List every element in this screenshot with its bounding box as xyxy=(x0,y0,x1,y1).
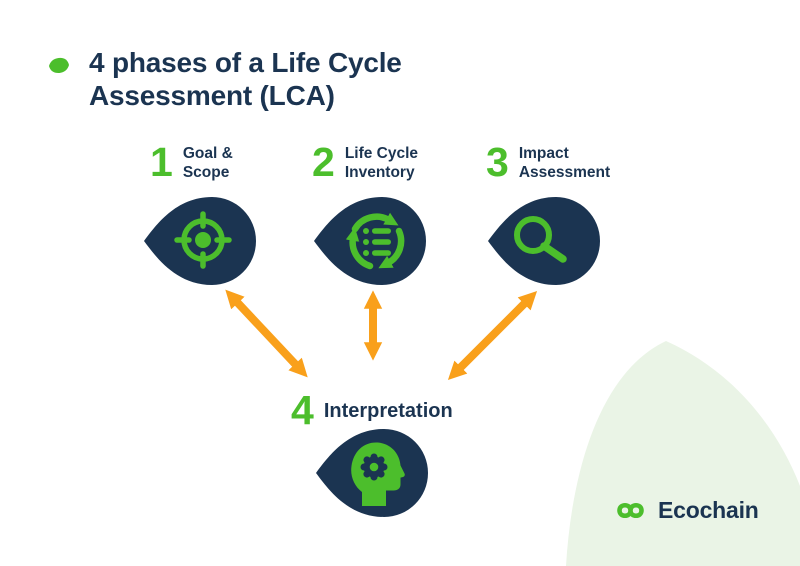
title-block: 4 phases of a Life Cycle Assessment (LCA… xyxy=(48,46,402,112)
phase-3-label: 3 Impact Assessment xyxy=(486,142,610,183)
cycle-list-icon xyxy=(314,197,426,285)
brand-logo: Ecochain xyxy=(612,497,759,524)
infinity-chain-icon xyxy=(617,502,644,519)
brand-logo-text: Ecochain xyxy=(658,497,759,523)
phase-4-title: Interpretation xyxy=(323,399,453,422)
phase-2-number: 2 xyxy=(312,139,335,185)
phase-3-number: 3 xyxy=(486,139,509,185)
page-title-line1: 4 phases of a Life Cycle xyxy=(89,47,402,78)
phase-3-title: Impact Assessment xyxy=(519,144,610,182)
page-title: 4 phases of a Life Cycle Assessment (LCA… xyxy=(89,46,402,112)
phase-4-label: 4 Interpretation xyxy=(291,390,453,431)
phase-4-number: 4 xyxy=(291,387,314,433)
phase-2-label: 2 Life Cycle Inventory xyxy=(312,142,418,183)
phase-1-title-line1: Goal & xyxy=(182,144,233,162)
gear-icon xyxy=(360,453,388,481)
phase-1-title-line2: Scope xyxy=(182,163,230,181)
phase-3-title-line1: Impact xyxy=(518,144,569,162)
phase-2-title: Life Cycle Inventory xyxy=(345,144,418,182)
leaf-bullet-icon xyxy=(49,57,69,74)
head-gear-icon xyxy=(316,429,428,517)
phase-1-title: Goal & Scope xyxy=(183,144,233,182)
page-title-line2: Assessment (LCA) xyxy=(89,80,335,111)
phase-3-title-line2: Assessment xyxy=(518,163,611,181)
phase-1-number: 1 xyxy=(150,139,173,185)
phase-2-title-line1: Life Cycle xyxy=(344,144,419,162)
phase-1-label: 1 Goal & Scope xyxy=(150,142,233,183)
magnifier-icon xyxy=(488,197,600,285)
target-icon xyxy=(144,197,256,285)
phase-2-title-line2: Inventory xyxy=(344,163,415,181)
